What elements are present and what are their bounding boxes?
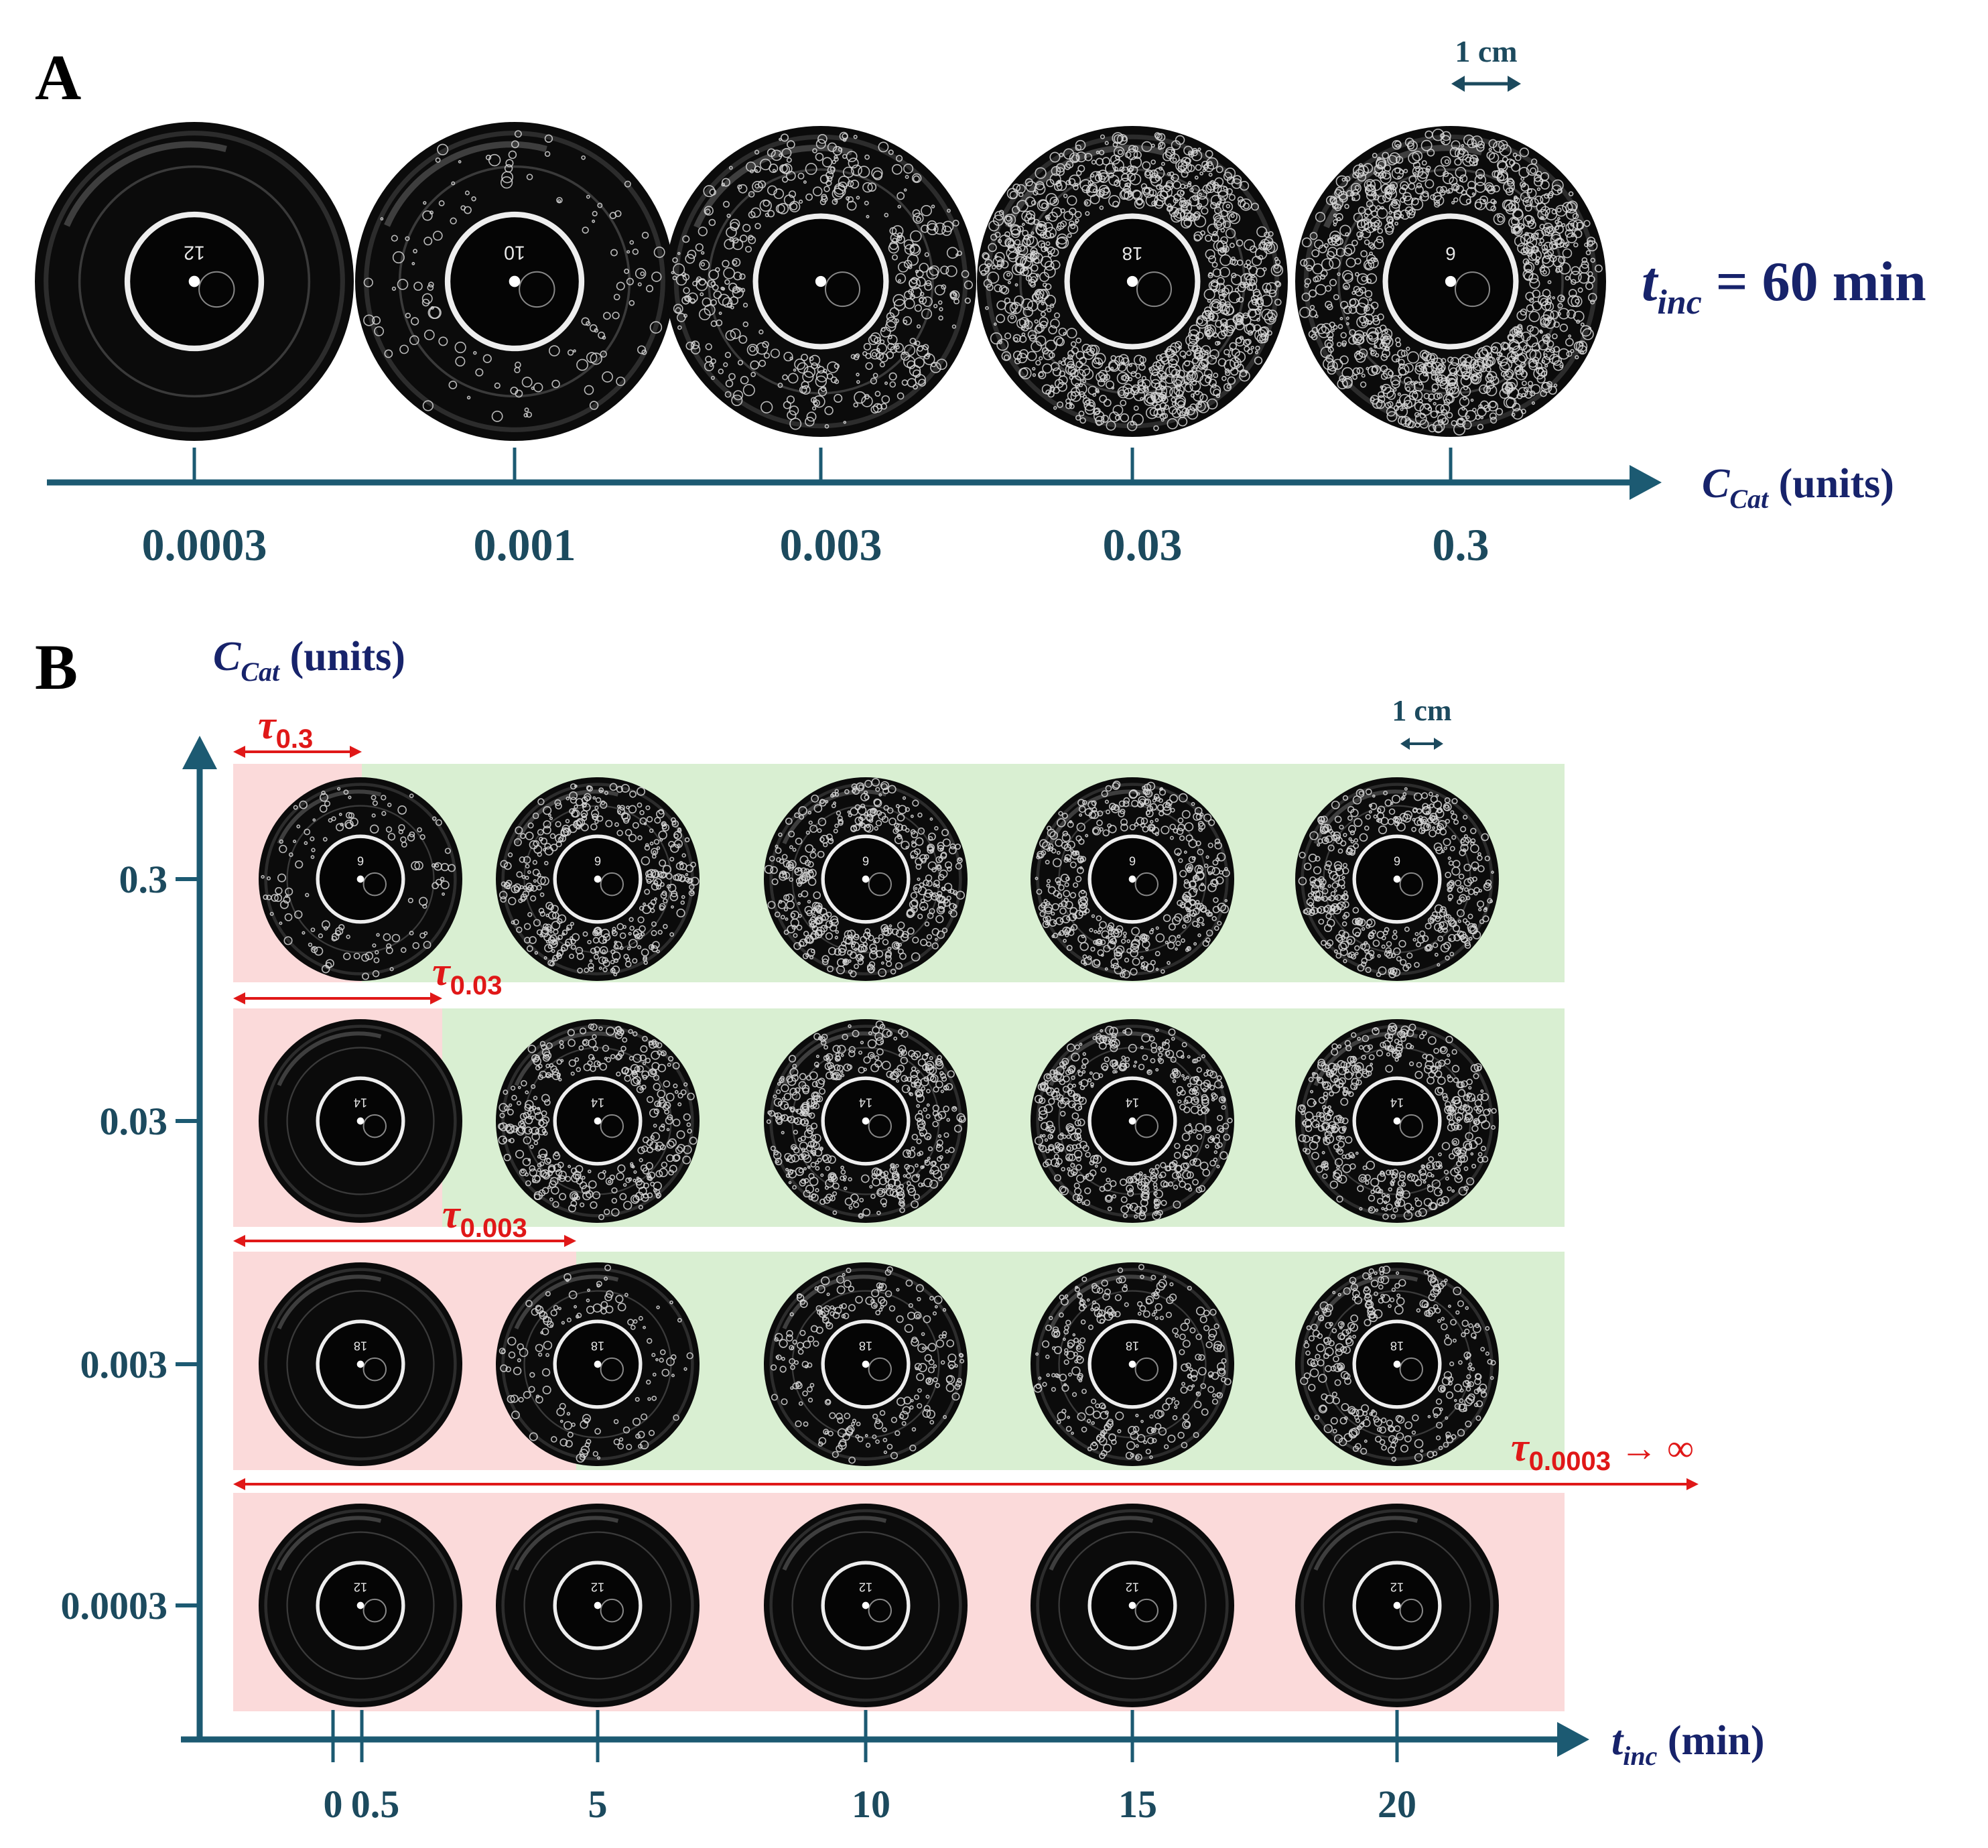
tau-marker-0.0003: τ0.0003 → ∞	[233, 1425, 1699, 1490]
tau-label: τ0.003	[442, 1192, 527, 1243]
panel-a-scale-bar: 1 cm	[1451, 34, 1521, 92]
panel-b-dish-c0.003-col0: 18	[259, 1262, 462, 1466]
panel-a: A 1 cm 12 10 18 6 tinc = 60 min 0.0003 0.001…	[35, 34, 1926, 570]
panel-a-dishes: 12 10 18 6	[35, 122, 1606, 441]
panel-b-label: B	[35, 631, 78, 703]
dish-number-label: 10	[504, 242, 525, 263]
tau-marker-0.03: τ0.03	[233, 949, 503, 1004]
panel-b-x-axis-label: tinc (min)	[1611, 1718, 1765, 1771]
dish-number-label: 6	[1445, 243, 1455, 264]
tau-label: τ0.3	[258, 703, 313, 754]
panel-a-axis-label: CCat (units)	[1702, 461, 1894, 514]
panel-a-dish-0.001: 10	[355, 122, 674, 441]
panel-b-scale-bar-label: 1 cm	[1392, 694, 1451, 727]
panel-a-tick-label: 0.003	[780, 519, 882, 570]
panel-a-axis: 0.0003 0.001 0.003 0.03 0.3 CCat (units)	[47, 448, 1894, 570]
panel-b-dish-c0.3-col0: 6	[259, 777, 462, 981]
panel-b-tau-markers: τ0.3 τ0.03 τ0.003 τ0.0003 → ∞	[233, 703, 1699, 1490]
panel-b-dish-c0.03-col4: 14	[1295, 1019, 1499, 1223]
panel-b-scale-bar: 1 cm	[1392, 694, 1452, 750]
panel-a-tick-label: 0.3	[1433, 519, 1489, 570]
dish-number-label: 6	[1394, 854, 1400, 868]
tau-marker-0.003: τ0.003	[233, 1192, 576, 1247]
panel-b-dish-c0.0003-col0: 12	[259, 1504, 462, 1707]
panel-b-dish-c0.3-col4: 6	[1295, 777, 1499, 981]
panel-b-x-tick-label: 5	[588, 1782, 608, 1826]
panel-a-tick-label: 0.001	[474, 519, 576, 570]
dish-number-label: 14	[859, 1096, 872, 1110]
panel-b-dish-c0.3-col1: 6	[496, 777, 700, 981]
panel-b-x-tick-label: 0	[324, 1782, 343, 1826]
dish-number-label: 18	[859, 1339, 872, 1354]
tau-marker-0.3: τ0.3	[233, 703, 362, 758]
panel-b-x-tick-label: 0.5	[351, 1782, 400, 1826]
panel-b-dish-c0.003-col3: 18	[1031, 1262, 1234, 1466]
dish-number-label: 12	[859, 1581, 872, 1595]
panel-b-dish-c0.003-col2: 18	[764, 1262, 968, 1466]
panel-a-dish-0.0003: 12	[35, 122, 354, 441]
panel-b-dish-c0.03-col3: 14	[1031, 1019, 1234, 1223]
panel-b-dish-c0.03-col0: 14	[259, 1019, 462, 1223]
panel-b-x-tick-label: 20	[1378, 1782, 1416, 1826]
tau-label: τ0.0003 → ∞	[1511, 1425, 1694, 1476]
panel-b-dishes: 6 6 6 6 6 14 14 14 14 14 18 18 18 18 18 12 12 12 12 12	[259, 777, 1499, 1707]
panel-b-y-tick-label: 0.03	[100, 1100, 168, 1143]
panel-b-y-tick-label: 0.3	[119, 858, 168, 901]
dish-number-label: 6	[1129, 854, 1136, 868]
panel-b-dish-c0.03-col1: 14	[496, 1019, 700, 1223]
tau-label: τ0.03	[432, 949, 503, 1000]
panel-b-x-tick-label: 10	[852, 1782, 890, 1826]
panel-b-y-tick-label: 0.0003	[61, 1584, 168, 1628]
panel-b-x-tick-label: 15	[1118, 1782, 1157, 1826]
panel-b-dish-c0.0003-col1: 12	[496, 1504, 700, 1707]
panel-a-tick-label: 0.03	[1103, 519, 1183, 570]
panel-b-dish-c0.003-col1: 18	[496, 1262, 700, 1466]
panel-a-label: A	[35, 42, 81, 113]
panel-b-y-tick-label: 0.003	[80, 1343, 168, 1386]
dish-number-label: 12	[354, 1581, 367, 1595]
panel-b-dish-c0.0003-col2: 12	[764, 1504, 968, 1707]
dish-number-label: 6	[594, 854, 601, 868]
dish-number-label: 18	[591, 1339, 604, 1354]
panel-a-dish-0.003	[665, 126, 976, 437]
panel-a-scale-bar-label: 1 cm	[1455, 34, 1517, 68]
dish-number-label: 18	[1122, 243, 1143, 264]
dish-number-label: 18	[1390, 1339, 1404, 1354]
dish-number-label: 14	[1126, 1096, 1139, 1110]
dish-number-label: 18	[1126, 1339, 1139, 1354]
dish-number-label: 12	[1390, 1581, 1404, 1595]
dish-number-label: 6	[862, 854, 869, 868]
dish-number-label: 12	[184, 242, 205, 263]
panel-a-dish-0.03: 18	[977, 126, 1288, 437]
dish-number-label: 14	[354, 1096, 367, 1110]
panel-b-y-axis-label: CCat (units)	[213, 634, 405, 687]
panel-b-dish-c0.0003-col3: 12	[1031, 1504, 1234, 1707]
panel-b-dish-c0.3-col2: 6	[764, 777, 968, 981]
dish-number-label: 18	[354, 1339, 367, 1354]
dish-number-label: 12	[1126, 1581, 1139, 1595]
dish-number-label: 12	[591, 1581, 604, 1595]
dish-number-label: 14	[1390, 1096, 1404, 1110]
panel-b-dish-c0.03-col2: 14	[764, 1019, 968, 1223]
panel-a-tick-label: 0.0003	[142, 519, 267, 570]
dish-number-label: 14	[591, 1096, 604, 1110]
panel-b: B CCat (units) 1 cm 6 6 6 6 6 14 14 14 14 14 18 18 1…	[35, 631, 1765, 1826]
panel-b-dish-c0.0003-col4: 12	[1295, 1504, 1499, 1707]
dish-number-label: 6	[357, 854, 364, 868]
panel-b-dish-c0.003-col4: 18	[1295, 1262, 1499, 1466]
panel-a-condition: tinc = 60 min	[1642, 251, 1926, 322]
panel-a-dish-0.3: 6	[1295, 126, 1606, 437]
panel-b-dish-c0.3-col3: 6	[1031, 777, 1234, 981]
